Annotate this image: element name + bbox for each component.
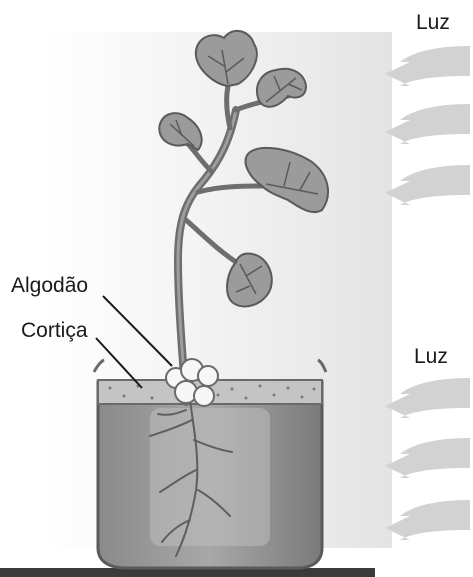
curved-arrow-pointing-left-icon	[385, 165, 470, 205]
light-label-bottom: Luz	[414, 346, 448, 367]
light-arrows-top	[385, 46, 470, 205]
curved-arrow-pointing-left-icon	[385, 378, 470, 418]
curved-arrow-pointing-left-icon	[385, 438, 470, 478]
cotton-label: Algodão	[11, 275, 88, 296]
curved-arrow-pointing-left-icon	[385, 104, 470, 144]
cork-label: Cortiça	[21, 320, 88, 341]
curved-arrow-pointing-left-icon	[385, 500, 470, 540]
glass-reflection	[150, 408, 270, 546]
light-label-top: Luz	[416, 12, 450, 33]
curved-arrow-pointing-left-icon	[385, 46, 470, 86]
light-arrows-bottom	[385, 378, 470, 540]
